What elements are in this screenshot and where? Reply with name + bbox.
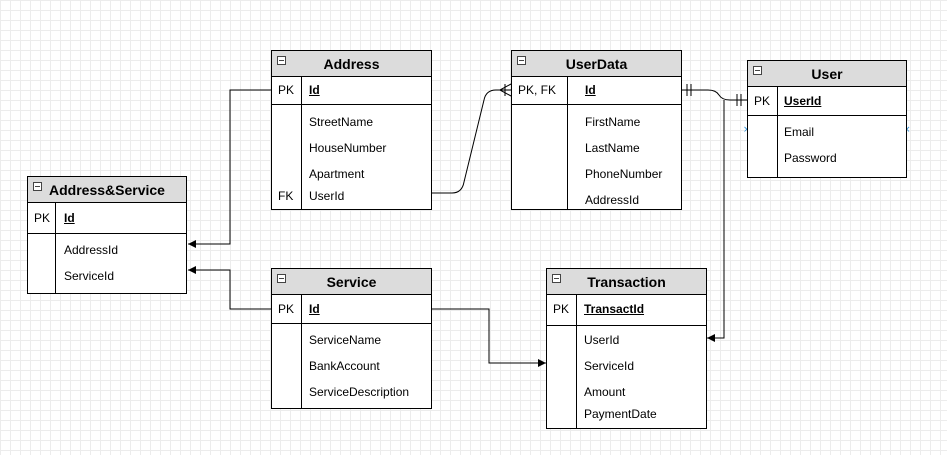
field-service-id: ServiceId xyxy=(64,269,115,283)
pk-row: PK Id xyxy=(272,77,431,105)
pk-field: Id xyxy=(585,83,596,97)
pk-key-label: PK xyxy=(278,302,295,316)
pk-key-label: PK xyxy=(34,211,51,225)
field-address-id: AddressId xyxy=(64,243,119,257)
one-one-marker-user xyxy=(736,94,742,106)
entity-header: Address&Service xyxy=(28,177,186,203)
fk-key-label: FK xyxy=(278,189,294,203)
edge-userdata-to-user[interactable] xyxy=(681,89,747,101)
pk-field: Id xyxy=(309,83,320,97)
pk-key-label: PK, FK xyxy=(518,83,557,97)
field-apartment: Apartment xyxy=(309,167,365,181)
key-column xyxy=(272,295,302,323)
field-service-name: ServiceName xyxy=(309,333,382,347)
crow-foot-many-marker xyxy=(499,83,512,97)
field-email: Email xyxy=(784,125,815,139)
collapse-icon[interactable] xyxy=(517,56,526,65)
pk-field: Id xyxy=(64,211,75,225)
pk-key-label: PK xyxy=(754,94,771,108)
collapse-icon[interactable] xyxy=(277,274,286,283)
entity-title: User xyxy=(811,65,843,82)
field-user-id: UserId xyxy=(309,189,345,203)
collapse-icon[interactable] xyxy=(552,274,561,283)
edge-service-to-address-service[interactable] xyxy=(188,266,271,310)
entity-transaction[interactable]: Transaction PK TransactId UserId Service… xyxy=(546,268,707,429)
field-bank-account: BankAccount xyxy=(309,359,380,373)
entity-service[interactable]: Service PK Id ServiceName BankAccount Se… xyxy=(271,268,432,409)
key-column xyxy=(272,77,302,104)
entity-header: Transaction xyxy=(547,269,706,295)
attribute-body: StreetName HouseNumber Apartment FK User… xyxy=(272,105,431,209)
key-column xyxy=(272,324,302,408)
entity-title: Address&Service xyxy=(49,181,165,198)
attribute-body: Email Password xyxy=(748,116,906,177)
field-house-number: HouseNumber xyxy=(309,141,387,155)
key-column xyxy=(28,234,56,293)
attribute-body: FirstName LastName PhoneNumber AddressId xyxy=(512,105,681,209)
attribute-body: ServiceName BankAccount ServiceDescripti… xyxy=(272,324,431,408)
collapse-icon[interactable] xyxy=(277,56,286,65)
field-password: Password xyxy=(784,151,837,165)
pk-row: PK, FK Id xyxy=(512,77,681,105)
entity-title: Address xyxy=(323,55,380,72)
key-column xyxy=(512,105,568,209)
entity-title: UserData xyxy=(565,55,628,72)
field-user-id: UserId xyxy=(584,333,620,347)
field-payment-date: PaymentDate xyxy=(584,407,657,421)
pk-field: TransactId xyxy=(584,302,645,316)
entity-header: Service xyxy=(272,269,431,295)
collapse-icon[interactable] xyxy=(33,182,42,191)
entity-header: User xyxy=(748,61,906,87)
edge-address-to-userdata[interactable] xyxy=(431,89,511,194)
entity-address[interactable]: Address PK Id StreetName HouseNumber Apa… xyxy=(271,50,432,210)
edge-address-to-address-service[interactable] xyxy=(188,89,271,248)
collapse-icon[interactable] xyxy=(753,66,762,75)
pk-key-label: PK xyxy=(553,302,570,316)
key-column xyxy=(748,116,778,177)
entity-header: UserData xyxy=(512,51,681,77)
field-first-name: FirstName xyxy=(585,115,641,129)
pk-key-label: PK xyxy=(278,83,295,97)
key-column xyxy=(272,105,302,209)
attribute-body: UserId ServiceId Amount PaymentDate xyxy=(547,326,706,428)
attribute-body: AddressId ServiceId xyxy=(28,234,186,293)
key-column xyxy=(512,77,568,104)
field-service-id: ServiceId xyxy=(584,359,635,373)
key-column xyxy=(547,326,577,428)
entity-header: Address xyxy=(272,51,431,77)
edge-user-to-transaction[interactable] xyxy=(707,100,725,342)
pk-row: PK Id xyxy=(272,295,431,324)
field-amount: Amount xyxy=(584,385,626,399)
entity-title: Service xyxy=(326,273,377,290)
field-last-name: LastName xyxy=(585,141,640,155)
field-street-name: StreetName xyxy=(309,115,374,129)
field-address-id: AddressId xyxy=(585,193,640,207)
pk-row: PK TransactId xyxy=(547,295,706,326)
field-service-description: ServiceDescription xyxy=(309,385,410,399)
entity-userdata[interactable]: UserData PK, FK Id FirstName LastName Ph… xyxy=(511,50,682,210)
entity-user[interactable]: User PK UserId Email Password xyxy=(747,60,907,178)
pk-field: UserId xyxy=(784,94,822,108)
key-column xyxy=(547,295,577,325)
edge-service-to-transaction[interactable] xyxy=(431,308,546,367)
entity-address-service[interactable]: Address&Service PK Id AddressId ServiceI… xyxy=(27,176,187,294)
key-column xyxy=(748,87,778,115)
svg-text:×: × xyxy=(743,125,751,135)
key-column xyxy=(28,203,56,233)
pk-field: Id xyxy=(309,302,320,316)
pk-row: PK UserId xyxy=(748,87,906,116)
field-phone-number: PhoneNumber xyxy=(585,167,663,181)
pk-row: PK Id xyxy=(28,203,186,234)
one-one-marker-userdata xyxy=(686,84,692,96)
entity-title: Transaction xyxy=(587,273,666,290)
